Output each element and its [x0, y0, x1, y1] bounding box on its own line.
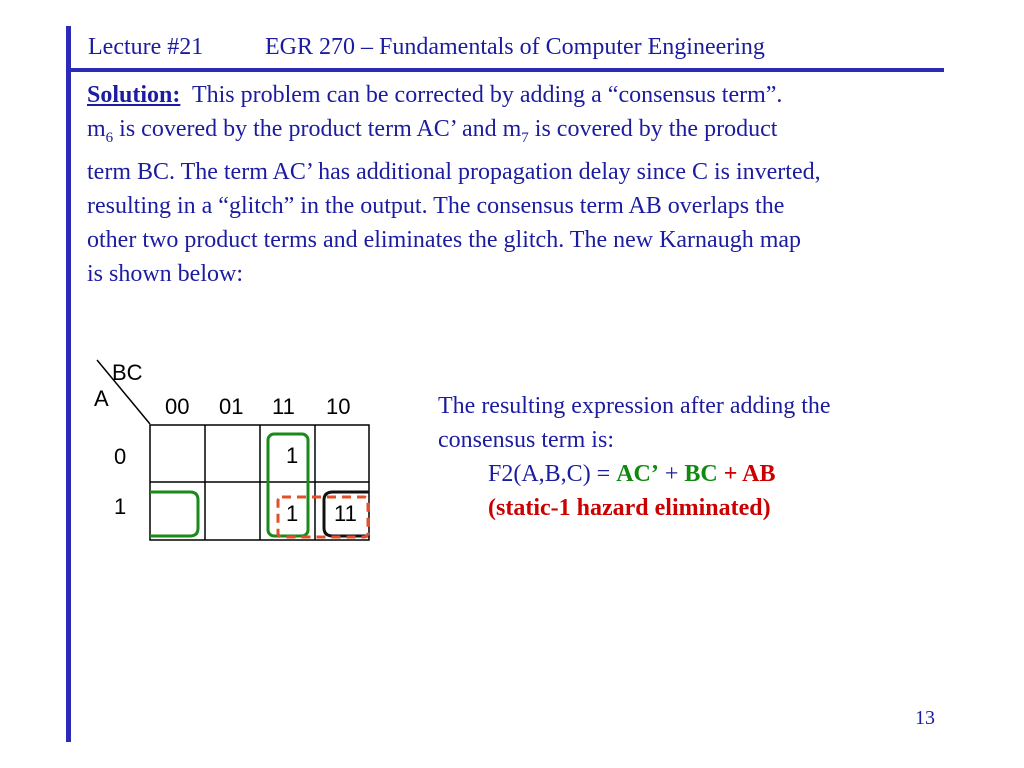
- hazard-eliminated-note: (static-1 hazard eliminated): [488, 495, 771, 521]
- minterm-6-subscript: 6: [105, 130, 114, 146]
- kmap-col-header-00: 00: [165, 394, 189, 419]
- solution-line-5: other two product terms and eliminates t…: [87, 227, 802, 253]
- solution-line-1-text: This problem can be corrected by adding …: [191, 82, 783, 108]
- loop-ac-prime-left: [150, 490, 200, 538]
- minterm-m6: m: [87, 116, 106, 142]
- expression-equation: F2(A,B,C) = AC’ + BC + AB: [438, 457, 831, 491]
- kmap-row-header-0: 0: [114, 444, 126, 469]
- expression-term-bc: BC: [684, 461, 718, 487]
- left-accent-rule: [66, 26, 71, 742]
- solution-line-2: m6 is covered by the product term AC’ an…: [87, 112, 977, 155]
- kmap-cell-a1-bc10: 11: [334, 501, 357, 526]
- loop-bc: [266, 432, 310, 538]
- solution-label: Solution:: [87, 82, 181, 108]
- expression-prefix: F2(A,B,C) =: [488, 461, 617, 487]
- solution-line-2-mid: is covered by the product term AC’ and m: [113, 116, 522, 142]
- page-number: 13: [915, 707, 935, 729]
- solution-line-2-end: is covered by the product: [528, 116, 778, 142]
- kmap-corner-diagonal: [96, 359, 151, 425]
- expression-intro-line-1: The resulting expression after adding th…: [438, 393, 831, 419]
- kmap-row-header-1: 1: [114, 494, 126, 519]
- loop-ac-prime-right: [322, 490, 369, 538]
- expression-plus-1: +: [658, 461, 685, 487]
- solution-line-6: is shown below:: [87, 261, 243, 287]
- kmap-cell-a0-bc11: 1: [286, 443, 298, 468]
- kmap-col-header-01: 01: [219, 394, 243, 419]
- minterm-7-subscript: 7: [521, 130, 529, 146]
- header-divider: [66, 68, 944, 72]
- expression-term-ac-prime: AC’: [616, 461, 659, 487]
- kmap-column-variable: BC: [112, 360, 143, 385]
- kmap-grid: [149, 424, 370, 541]
- resulting-expression-block: The resulting expression after adding th…: [438, 389, 831, 525]
- solution-paragraph: Solution: This problem can be corrected …: [87, 78, 977, 291]
- lecture-number: Lecture #21: [88, 34, 204, 60]
- kmap-col-header-11: 11: [272, 394, 295, 419]
- kmap-cell-a1-bc11: 1: [286, 501, 298, 526]
- solution-line-3: term BC. The term AC’ has additional pro…: [87, 159, 821, 185]
- expression-plus-2: +: [717, 461, 743, 487]
- kmap-col-header-10: 10: [326, 394, 350, 419]
- solution-line-1: Solution: This problem can be corrected …: [87, 78, 977, 112]
- expression-term-ab: AB: [742, 461, 776, 487]
- kmap-row-variable: A: [94, 386, 109, 411]
- solution-line-4: resulting in a “glitch” in the output. T…: [87, 193, 785, 219]
- loop-ab-consensus: [276, 495, 370, 539]
- course-title: EGR 270 – Fundamentals of Computer Engin…: [265, 34, 765, 60]
- expression-intro-line-2: consensus term is:: [438, 427, 614, 453]
